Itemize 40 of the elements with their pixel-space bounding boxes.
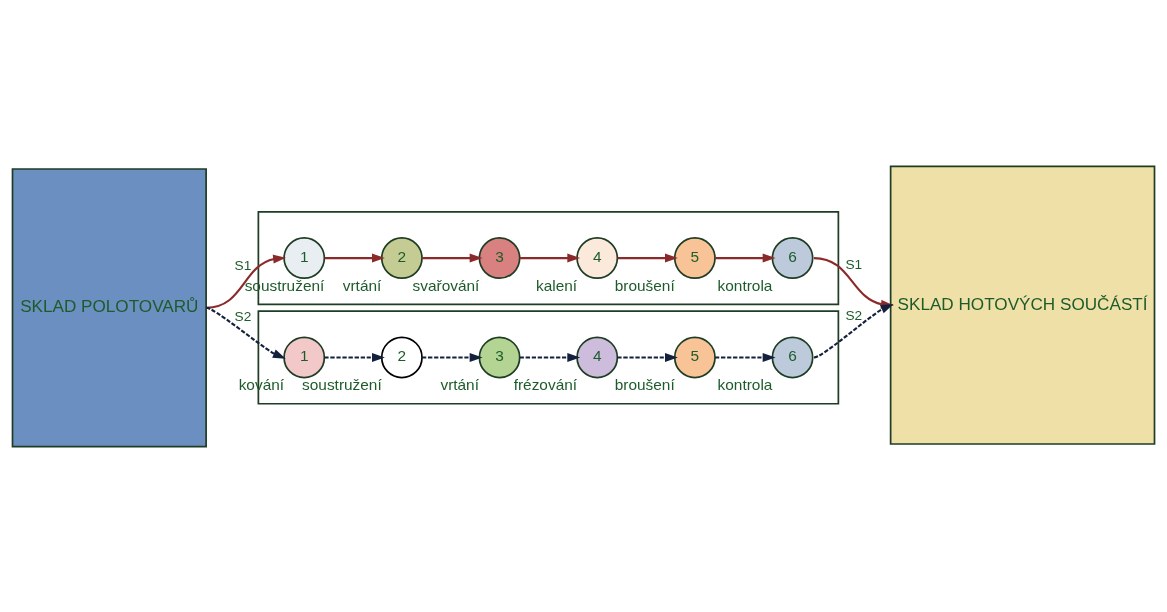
node-circle: 3	[478, 236, 521, 279]
edge-label: S2	[234, 308, 252, 324]
node-circle: 1	[283, 236, 326, 279]
arrow	[519, 352, 581, 362]
node-circle: 2	[380, 336, 423, 378]
node-circle: 1	[283, 336, 326, 378]
node-circle: 5	[673, 336, 716, 378]
node-circle: 4	[576, 236, 619, 279]
arrow	[422, 352, 483, 362]
node-circle: 6	[771, 236, 814, 279]
node-label: soustružení	[302, 375, 382, 393]
node-label: vrtání	[342, 276, 382, 294]
node-box: SKLAD POLOTOVARŮ	[11, 167, 207, 447]
node-circle: 6	[771, 336, 814, 378]
node-label: kontrola	[717, 375, 773, 393]
node-label: broušení	[614, 276, 675, 294]
node-label: vrtání	[440, 375, 479, 393]
node-circle: 5	[673, 236, 716, 279]
arrow	[617, 352, 678, 362]
node-circle: 2	[380, 236, 423, 279]
node-box: SKLAD HOTOVÝCH SOUČÁSTÍ	[889, 165, 1156, 445]
arrow	[324, 352, 385, 362]
arrow	[422, 253, 483, 263]
node-label: broušení	[614, 375, 675, 393]
arrow	[715, 253, 776, 263]
arrow	[617, 253, 678, 263]
arrow	[205, 306, 286, 359]
edge-label: S2	[845, 307, 863, 323]
node-circle: 4	[576, 336, 619, 378]
node-label: frézování	[513, 375, 578, 393]
arrow	[324, 253, 385, 263]
node-label: kontrola	[717, 276, 773, 294]
edge-label: S1	[845, 256, 863, 272]
arrow	[715, 352, 776, 362]
node-label: kalení	[535, 276, 578, 294]
arrow	[519, 253, 581, 263]
node-label: svařování	[412, 276, 480, 294]
arrow	[813, 303, 894, 358]
edge-label: S1	[234, 257, 252, 273]
node-circle: 3	[478, 336, 521, 378]
